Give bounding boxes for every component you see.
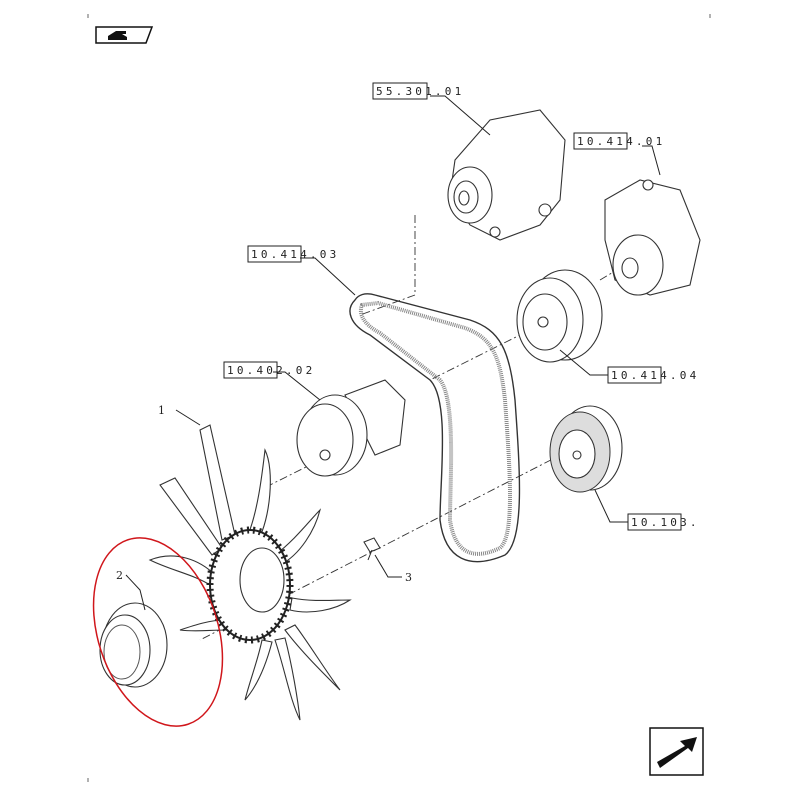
svg-text:10.103.: 10.103. [631,516,700,529]
cooling-fan [148,424,352,721]
svg-text:10.402.02: 10.402.02 [227,364,315,377]
bolt [363,537,381,561]
svg-text:10.414.01: 10.414.01 [577,135,665,148]
water-pump [604,179,701,296]
arrow-next-icon[interactable] [649,727,704,776]
ref-belt[interactable]: 10.414.03 [247,245,339,263]
viscous-damper [99,602,168,688]
leader-lines [125,95,661,611]
tensioner-pulley [296,379,406,477]
callout-damper: 2 [116,569,123,582]
pump-pulley [516,269,603,363]
drive-belt [349,293,521,563]
callout-fan: 1 [158,404,165,417]
hand-pointer-icon[interactable] [95,26,154,44]
svg-text:55.301.01: 55.301.01 [376,85,464,98]
alternator [447,109,566,241]
axis-line [359,294,416,316]
axis-line [259,454,331,491]
highlight-circle [92,537,224,727]
callout-bolt: 3 [405,571,412,584]
svg-text:10.414.03: 10.414.03 [251,248,339,261]
ref-tensioner[interactable]: 10.402.02 [223,361,315,379]
axis-line [599,264,626,281]
ref-alternator[interactable]: 55.301.01 [372,82,464,100]
corner-marks [87,14,711,782]
ref-water-pump[interactable]: 10.414.01 [573,132,665,150]
ref-pump-pulley[interactable]: 10.414.04 [607,366,699,384]
ref-crank-pulley[interactable]: 10.103. [627,513,700,531]
crankshaft-pulley [549,405,623,493]
svg-text:10.414.04: 10.414.04 [611,369,699,382]
